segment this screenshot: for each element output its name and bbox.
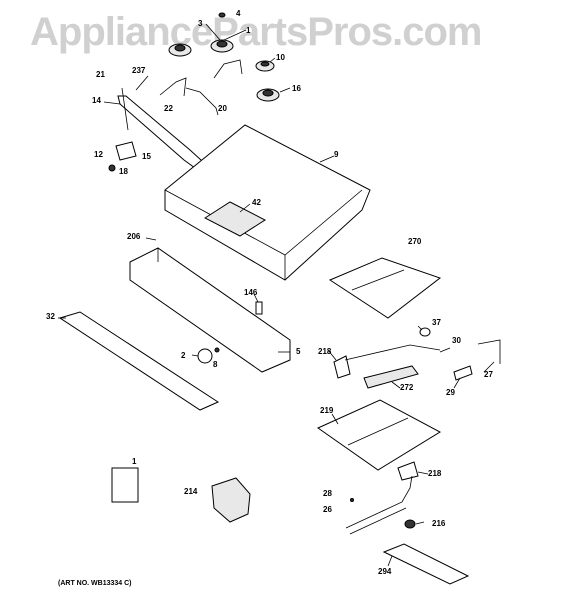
cap-4: [218, 12, 226, 18]
callout-16: 16: [292, 84, 301, 93]
top-burner-left: [168, 43, 192, 57]
knob-2: [197, 348, 213, 364]
callout-21: 21: [96, 70, 105, 79]
burner-219: [316, 399, 442, 471]
callout-216: 216: [432, 519, 446, 528]
callout-218-lower: 218: [428, 469, 442, 478]
callout-214: 214: [184, 487, 198, 496]
ignitor-218-lower: [397, 461, 419, 481]
callout-18: 18: [119, 167, 128, 176]
opening-42: [203, 201, 267, 237]
callout-206: 206: [127, 232, 141, 241]
callout-29: 29: [446, 388, 455, 397]
tube-27: [477, 339, 501, 364]
watermark: AppliancePartsPros.com: [30, 10, 483, 54]
part-29: [453, 365, 473, 381]
callout-1-bottom: 1: [132, 457, 137, 466]
callout-42: 42: [252, 198, 261, 207]
tube-loop: [213, 59, 243, 79]
callout-4: 4: [236, 9, 241, 18]
callout-22: 22: [164, 104, 173, 113]
valve-214: [211, 477, 251, 523]
callout-32: 32: [46, 312, 55, 321]
callout-37: 37: [432, 318, 441, 327]
callout-218-upper: 218: [318, 347, 332, 356]
callout-1-top: 1: [246, 26, 251, 35]
tube-22: [159, 77, 187, 97]
callout-12: 12: [94, 150, 103, 159]
callout-2: 2: [181, 351, 186, 360]
nut-216: [404, 519, 416, 529]
callout-219: 219: [320, 406, 334, 415]
callout-14: 14: [92, 96, 101, 105]
callout-272: 272: [400, 383, 414, 392]
callout-270: 270: [408, 237, 422, 246]
callout-8: 8: [213, 360, 218, 369]
callout-26: 26: [323, 505, 332, 514]
part-272: [363, 365, 419, 389]
callout-9: 9: [334, 150, 339, 159]
tube-30: [344, 344, 441, 361]
burner-10: [255, 60, 275, 72]
clip-8: [214, 347, 220, 353]
valve-12: [115, 141, 137, 161]
burner-16: [256, 88, 280, 102]
screw-18: [108, 164, 116, 172]
screw-28: [350, 498, 354, 502]
callout-294: 294: [378, 567, 392, 576]
callout-28: 28: [323, 489, 332, 498]
switch-146: [255, 301, 263, 315]
ring-37: [419, 327, 431, 337]
literature-1: [111, 467, 139, 503]
burner-box-9: [164, 124, 371, 281]
callout-10: 10: [276, 53, 285, 62]
art-number: (ART NO. WB13334 C): [58, 580, 132, 587]
callout-146: 146: [244, 288, 258, 297]
tube-26: [345, 475, 413, 529]
top-burner-center: [210, 39, 234, 53]
callout-30: 30: [452, 336, 461, 345]
tube-20: [185, 87, 219, 116]
callout-237: 237: [132, 66, 146, 75]
callout-27: 27: [484, 370, 493, 379]
callout-15: 15: [142, 152, 151, 161]
trim-32: [58, 311, 220, 411]
callout-3: 3: [198, 19, 203, 28]
panel-270: [328, 257, 442, 319]
callout-5: 5: [296, 347, 301, 356]
trim-294: [382, 543, 470, 585]
ignitor-218: [333, 355, 351, 379]
callout-20: 20: [218, 104, 227, 113]
